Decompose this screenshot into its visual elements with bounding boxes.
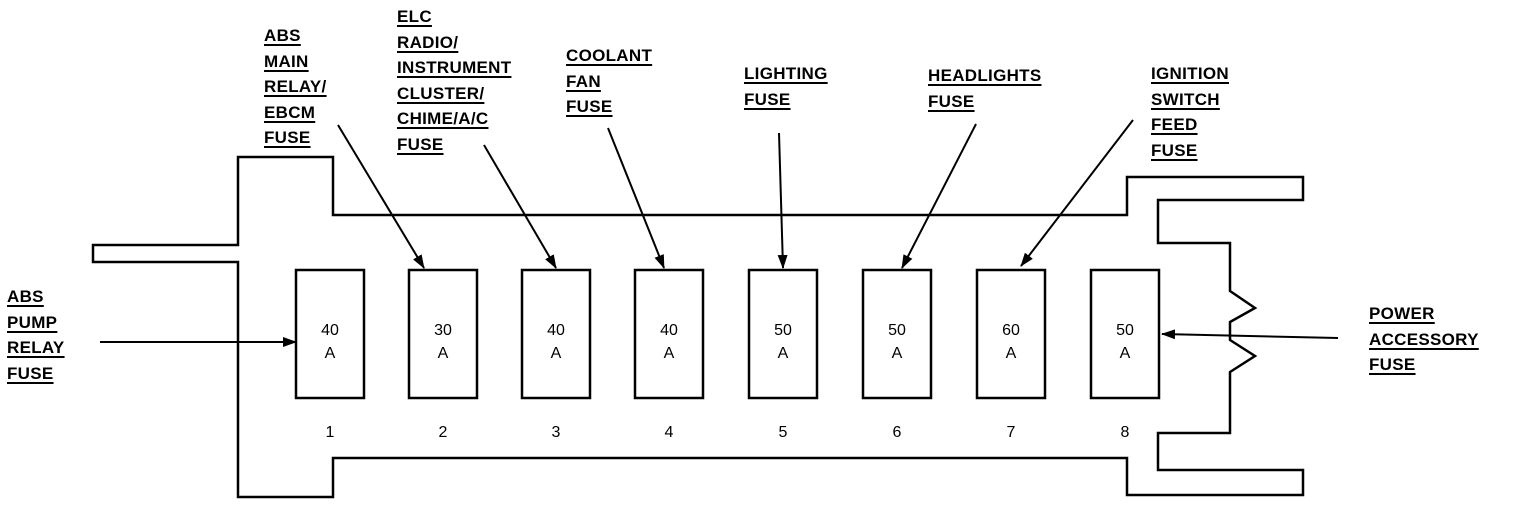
arrow-headlights	[901, 123, 977, 269]
fuse-7-rating: 60	[1002, 322, 1020, 339]
fuse-1-box	[294, 268, 366, 400]
fuse-3-number: 3	[552, 424, 561, 441]
arrow-lighting	[777, 132, 788, 269]
label-line: INSTRUMENT	[397, 58, 512, 77]
fuse-3-unit: A	[551, 345, 562, 362]
label-line: RELAY/	[264, 77, 327, 96]
fuse-2-unit: A	[438, 345, 449, 362]
label-headlights-fuse: HEADLIGHTS FUSE	[928, 63, 1042, 114]
label-line: RELAY	[7, 338, 65, 357]
fuse-4-rating: 40	[660, 322, 678, 339]
fuse-7-unit: A	[1006, 345, 1017, 362]
fuse-6-box	[861, 268, 933, 400]
fuse-5-box	[747, 268, 819, 400]
fuse-6-number: 6	[893, 424, 902, 441]
arrow-ignition	[1020, 119, 1134, 267]
label-line: EBCM	[264, 102, 316, 122]
label-power-accessory-fuse: POWER ACCESSORY FUSE	[1369, 301, 1479, 378]
label-line: COOLANT	[566, 46, 653, 65]
label-ignition-switch-feed-fuse: IGNITION SWITCH FEED FUSE	[1151, 61, 1229, 163]
fuse-1-unit: A	[325, 345, 336, 362]
label-line: FUSE	[7, 363, 54, 383]
label-line: LIGHTING	[744, 64, 828, 83]
label-line: FUSE	[744, 89, 791, 109]
arrow-elc-radio	[483, 144, 557, 269]
fuse-7-box	[975, 268, 1047, 400]
label-line: FEED	[1151, 115, 1198, 134]
fuse-8-box	[1089, 268, 1161, 400]
label-line: ACCESSORY	[1369, 329, 1479, 349]
fuse-5-rating: 50	[774, 322, 792, 339]
label-line: FUSE	[928, 91, 975, 111]
fuse-3-rating: 40	[547, 322, 565, 339]
fuse-2-rating: 30	[434, 322, 452, 339]
fuse-4-box	[633, 268, 705, 400]
fuse-4-number: 4	[665, 424, 674, 441]
label-line: FUSE	[1369, 355, 1416, 374]
fuse-1-rating: 40	[321, 322, 339, 339]
fuse-6-unit: A	[892, 345, 903, 362]
fuse-8-rating: 50	[1116, 322, 1134, 339]
label-line: MAIN	[264, 51, 309, 71]
label-line: HEADLIGHTS	[928, 66, 1042, 85]
arrow-coolant	[607, 127, 665, 269]
label-line: POWER	[1369, 304, 1435, 323]
fuse-2-box	[407, 268, 479, 400]
label-line: CLUSTER/	[397, 83, 485, 103]
fuse-5-number: 5	[779, 424, 788, 441]
fuse-2-number: 2	[439, 424, 448, 441]
leader-arrows	[100, 119, 1339, 347]
label-line: FUSE	[1151, 140, 1198, 160]
label-line: SWITCH	[1151, 89, 1220, 109]
label-line: FUSE	[566, 97, 613, 116]
fuse-8-unit: A	[1120, 345, 1131, 362]
label-line: ABS	[264, 26, 301, 45]
label-line: RADIO/	[397, 32, 459, 52]
fuse-8-number: 8	[1121, 424, 1130, 441]
label-abs-pump-relay-fuse: ABS PUMP RELAY FUSE	[7, 284, 65, 386]
fuse-3-box	[520, 268, 592, 400]
label-line: CHIME/A/C	[397, 109, 489, 128]
label-line: FUSE	[264, 128, 311, 147]
label-line: ABS	[7, 287, 44, 306]
label-line: FUSE	[397, 134, 444, 154]
fuse-4-unit: A	[664, 345, 675, 362]
fuse-1-number: 1	[326, 424, 335, 441]
label-lighting-fuse: LIGHTING FUSE	[744, 61, 828, 112]
arrow-abs-main	[337, 124, 425, 269]
label-line: PUMP	[7, 312, 58, 332]
label-abs-main-relay-ebcm-fuse: ABS MAIN RELAY/ EBCM FUSE	[264, 23, 327, 151]
fuse-5-unit: A	[778, 345, 789, 362]
label-elc-radio-fuse: ELC RADIO/ INSTRUMENT CLUSTER/ CHIME/A/C…	[397, 4, 511, 157]
label-coolant-fan-fuse: COOLANT FAN FUSE	[566, 43, 652, 120]
fuse-group: 40A 1 30A 2 40A 3 40A 4 50A 5 50A 6 60A 7 50A 8	[294, 268, 1161, 441]
label-line: FAN	[566, 71, 601, 91]
fuse-7-number: 7	[1007, 424, 1016, 441]
arrow-power-accessory	[1161, 329, 1339, 340]
label-line: IGNITION	[1151, 64, 1229, 83]
label-line: ELC	[397, 7, 432, 26]
fuse-block-housing	[91, 155, 1305, 499]
fuse-6-rating: 50	[888, 322, 906, 339]
